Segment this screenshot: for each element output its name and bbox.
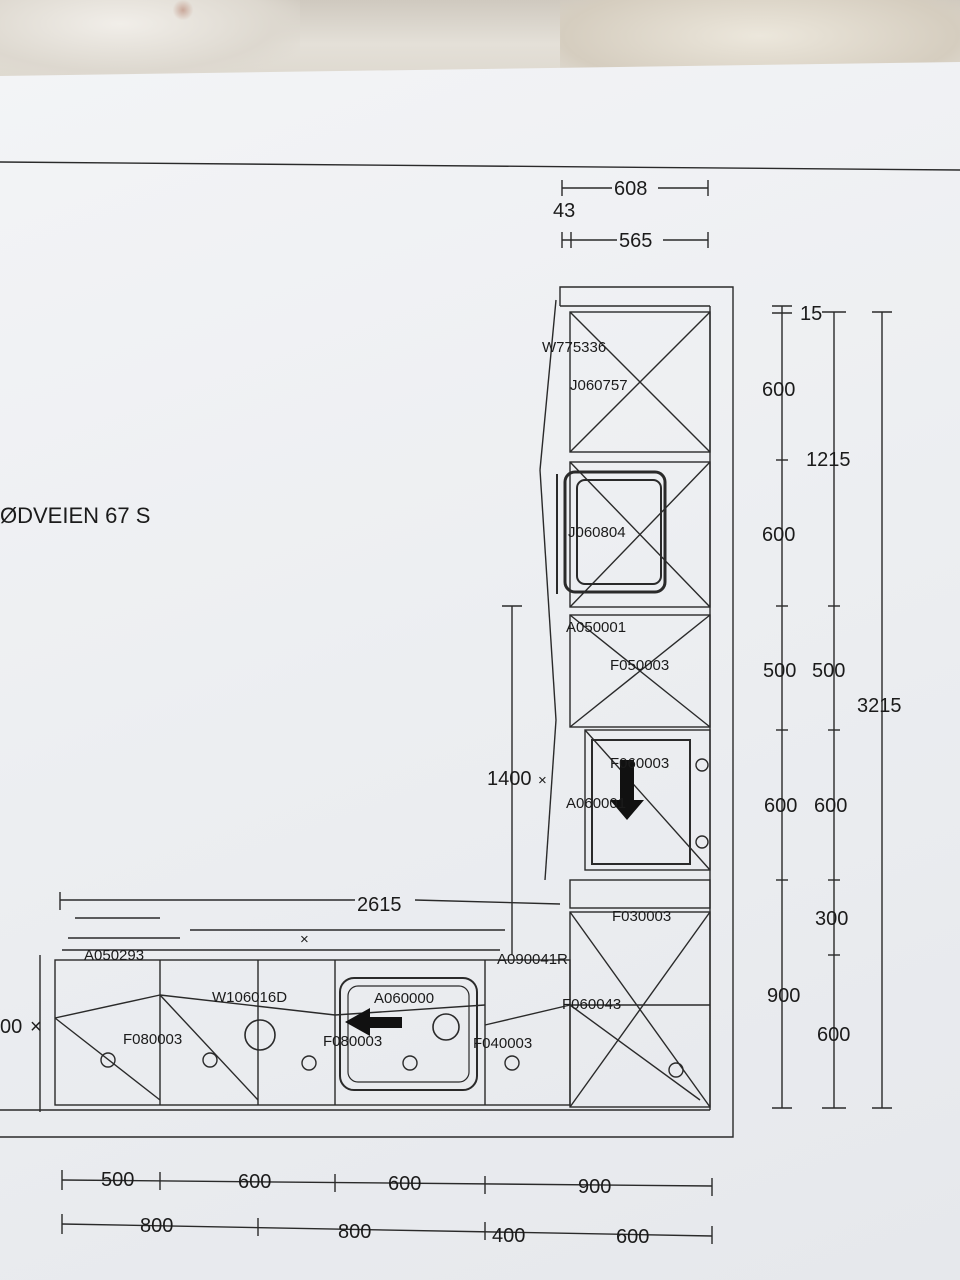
cabinet-cross — [569, 461, 711, 608]
label-a090041r: A090041R — [497, 951, 568, 968]
guide-line — [544, 719, 557, 881]
cross-mark-icon: × — [30, 1016, 42, 1038]
dim-600-e: 600 — [817, 1024, 850, 1046]
dim-bottom2-3: 600 — [616, 1226, 649, 1248]
hinge-circle — [402, 1055, 418, 1071]
cabinet-j060804 — [569, 461, 711, 608]
hinge-circle — [301, 1055, 317, 1071]
cabinet-a060001 — [584, 729, 711, 871]
dim-left-cut: 00 — [0, 1016, 22, 1038]
dim-600-a: 600 — [762, 379, 795, 401]
sheet-frame-line — [0, 161, 960, 171]
dim-bottom2-0: 800 — [140, 1215, 173, 1237]
cabinet-cross — [54, 994, 161, 1019]
dim-bottom2-line — [61, 1223, 713, 1237]
oven-shape — [591, 739, 691, 865]
dim-600-c: 600 — [764, 795, 797, 817]
fabric-spot — [172, 0, 194, 20]
label-f030003: F030003 — [612, 908, 671, 925]
arrow-left-icon — [345, 1008, 402, 1036]
label-a060000: A060000 — [374, 990, 434, 1007]
cabinet-cross — [569, 614, 711, 728]
label-a050001: A050001 — [566, 619, 626, 636]
label-a060001: A060001 — [566, 795, 626, 812]
dim-600-d: 600 — [814, 795, 847, 817]
cabinet-cross — [334, 1004, 486, 1016]
cabinet-cross — [569, 1004, 701, 1101]
base-cabinet-run — [54, 959, 571, 1106]
guide-line — [539, 469, 557, 721]
arrow-down-icon — [610, 760, 644, 820]
hinge-circle — [100, 1052, 116, 1068]
dim-600-b: 600 — [762, 524, 795, 546]
hinge-circle — [202, 1052, 218, 1068]
cabinet-cross — [159, 994, 259, 1101]
guide-line — [539, 299, 557, 471]
hinge-circle — [668, 1062, 684, 1078]
dim-15: 15 — [800, 303, 822, 325]
hinge-circle — [695, 835, 709, 849]
dim-500-a: 500 — [763, 660, 796, 682]
sink-basin — [347, 985, 470, 1083]
hinge-circle — [695, 758, 709, 772]
drawing-title: ØDVEIEN 67 S — [0, 503, 150, 528]
label-f080003-right: F080003 — [323, 1033, 382, 1050]
dim-43: 43 — [553, 200, 575, 222]
dim-900: 900 — [767, 985, 800, 1007]
cabinet-cross — [569, 911, 711, 1108]
cabinet-cross — [584, 729, 711, 871]
cabinet-cross — [569, 311, 711, 453]
label-j060804: J060804 — [568, 524, 626, 541]
microwave-inner — [576, 479, 662, 585]
dim-2615-line — [414, 899, 561, 905]
dim-bottom2-2: 400 — [492, 1225, 525, 1247]
cabinet-f030003 — [569, 879, 711, 909]
label-a050293: A050293 — [84, 947, 144, 964]
cabinet-j060757 — [569, 311, 711, 453]
drain-circle — [432, 1013, 460, 1041]
dim-bottom1-0: 500 — [101, 1169, 134, 1191]
dim-2615: 2615 — [357, 894, 402, 916]
cabinet-a050001 — [569, 614, 711, 728]
cross-mark-icon: × — [300, 931, 309, 948]
dim-500-b: 500 — [812, 660, 845, 682]
label-j060757: J060757 — [570, 377, 628, 394]
label-f050003: F050003 — [610, 657, 669, 674]
dim-1215: 1215 — [806, 449, 851, 471]
dim-bottom2-1: 800 — [338, 1221, 371, 1243]
fabric-fold — [0, 0, 300, 80]
dim-565: 565 — [619, 230, 652, 252]
label-f060043: F060043 — [562, 996, 621, 1013]
label-f060003: F060003 — [610, 755, 669, 772]
label-f040003: F040003 — [473, 1035, 532, 1052]
cabinet-cross — [484, 1004, 571, 1026]
cabinet-cross — [159, 994, 336, 1016]
hinge-circle — [504, 1055, 520, 1071]
dim-3215: 3215 — [857, 695, 902, 717]
dishwasher-circle — [244, 1019, 276, 1051]
microwave-shape — [563, 470, 667, 594]
cabinet-cross — [54, 1017, 161, 1101]
wall-outline — [0, 286, 734, 1138]
dim-bottom1-2: 600 — [388, 1173, 421, 1195]
dim-bottom1-line — [61, 1179, 713, 1187]
sink-outline — [339, 977, 478, 1091]
cross-mark-icon: × — [538, 772, 547, 789]
dim-608: 608 — [614, 178, 647, 200]
dim-300: 300 — [815, 908, 848, 930]
dim-bottom1-1: 600 — [238, 1171, 271, 1193]
dim-bottom1-3: 900 — [578, 1176, 611, 1198]
label-w775336: W775336 — [542, 339, 606, 356]
label-f080003-left: F080003 — [123, 1031, 182, 1048]
dim-1400: 1400 — [487, 768, 532, 790]
label-w106016d: W106016D — [212, 989, 287, 1006]
